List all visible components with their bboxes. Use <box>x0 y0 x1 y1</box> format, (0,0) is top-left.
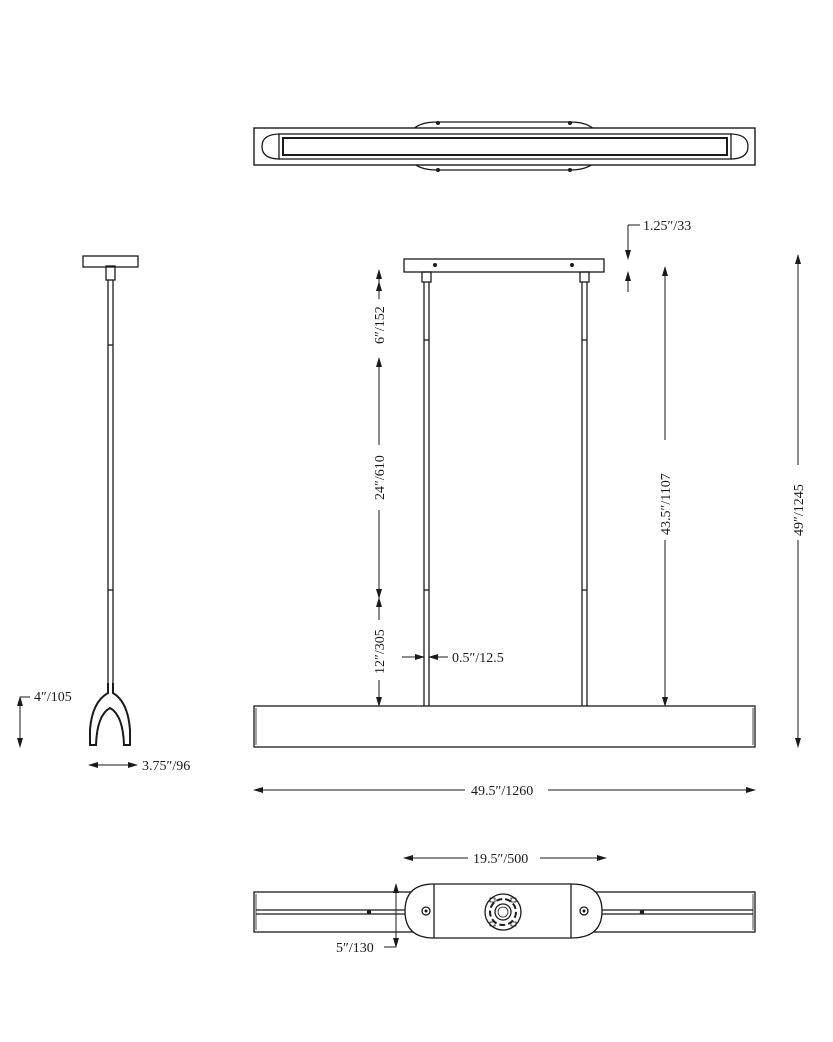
upper-rod-label: 6″/152 <box>373 306 388 344</box>
canopy-height-label: 1.25″/33 <box>643 219 691 234</box>
canopy-height-dimension <box>625 224 640 292</box>
fixture-depth-label: 3.75″/96 <box>142 759 190 774</box>
canopy-width-dimension <box>384 883 399 948</box>
top-view <box>253 121 756 172</box>
canopy-width-label: 5″/130 <box>336 941 374 956</box>
canopy-length-label: 19.5″/500 <box>473 852 528 867</box>
fixture-height-label: 4″/105 <box>34 690 72 705</box>
lower-rod-label: 12″/305 <box>373 629 388 674</box>
bottom-view <box>253 883 756 939</box>
middle-rod-label: 24″/610 <box>373 455 388 500</box>
rod-total-label: 43.5″/1107 <box>659 473 674 535</box>
side-view <box>82 255 139 746</box>
front-view <box>253 258 756 748</box>
canopy-medallion <box>484 893 522 931</box>
rod-diameter-label: 0.5″/12.5 <box>452 651 504 666</box>
overall-height-label: 49″/1245 <box>792 484 807 536</box>
fixture-length-label: 49.5″/1260 <box>471 784 533 799</box>
fixture-height-dimension <box>17 696 30 748</box>
